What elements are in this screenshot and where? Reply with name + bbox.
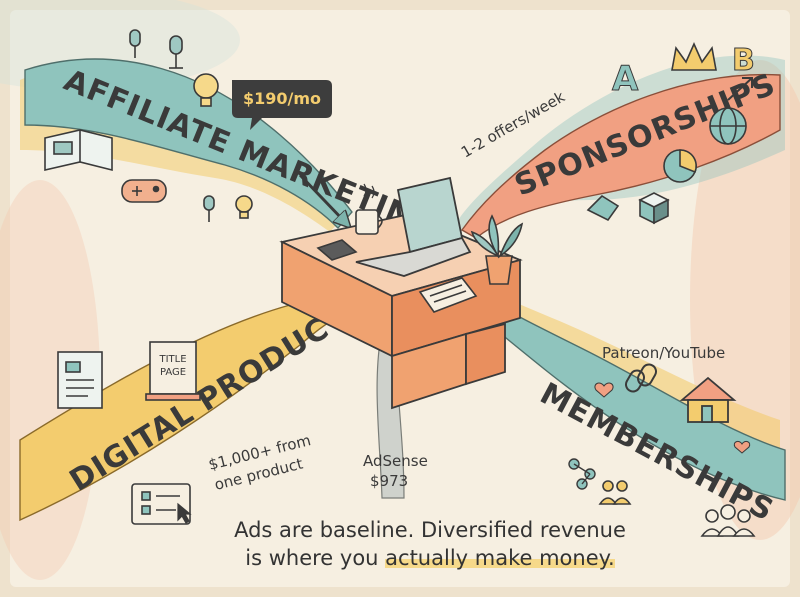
potted-plant xyxy=(470,214,524,285)
checklist-folder-icon xyxy=(131,483,191,525)
house-icon xyxy=(679,376,737,423)
microphone-icon-3 xyxy=(203,195,215,222)
open-book-icon xyxy=(44,129,113,172)
title-page-book-icon xyxy=(145,341,201,401)
chain-link-icon xyxy=(625,363,657,393)
cube-icon xyxy=(638,192,670,225)
arrow-up-icon xyxy=(727,77,753,101)
document-icon xyxy=(57,351,103,409)
caption-line-2-start: is where you xyxy=(245,546,386,570)
pie-chart-icon xyxy=(663,149,697,183)
handshake-icon xyxy=(586,194,620,222)
microphone-icon xyxy=(129,29,141,58)
summary-caption: Ads are baseline. Diversified revenue is… xyxy=(150,516,710,572)
adsense-label: AdSense xyxy=(363,452,428,470)
heart-icon xyxy=(594,382,614,398)
caption-highlight: actually make money. xyxy=(385,546,615,570)
people-group-icon xyxy=(700,504,756,537)
lightbulb-icon xyxy=(193,73,219,107)
lightbulb-icon-2 xyxy=(235,195,253,219)
book-title-line-1: TITLE xyxy=(158,354,186,365)
affiliate-earnings: $190/mo xyxy=(243,89,321,108)
earnings-speech-bubble: $190/mo xyxy=(232,80,332,130)
game-controller-icon xyxy=(121,179,167,203)
adsense-amount: $973 xyxy=(370,472,408,490)
book-title-line-2: PAGE xyxy=(160,367,186,378)
letter-b-icon: B xyxy=(732,43,755,78)
crown-icon xyxy=(671,42,717,71)
caption-line-1: Ads are baseline. Diversified revenue xyxy=(234,518,626,542)
letter-a-icon: A xyxy=(612,59,639,99)
people-pair-icon xyxy=(598,480,632,505)
caption-line-2: is where you actually make money. xyxy=(150,544,710,572)
smartphone xyxy=(316,239,358,261)
microphone-icon-2 xyxy=(169,35,183,69)
affiliate-arrow xyxy=(298,173,345,222)
notepad xyxy=(418,277,478,313)
laptop xyxy=(355,176,472,277)
coffee-mug xyxy=(355,183,383,235)
memberships-note: Patreon/YouTube xyxy=(602,344,725,362)
cursor-icon xyxy=(177,502,192,524)
globe-icon xyxy=(709,107,747,145)
community-network-icon xyxy=(568,458,596,490)
heart-icon-2 xyxy=(733,440,751,454)
